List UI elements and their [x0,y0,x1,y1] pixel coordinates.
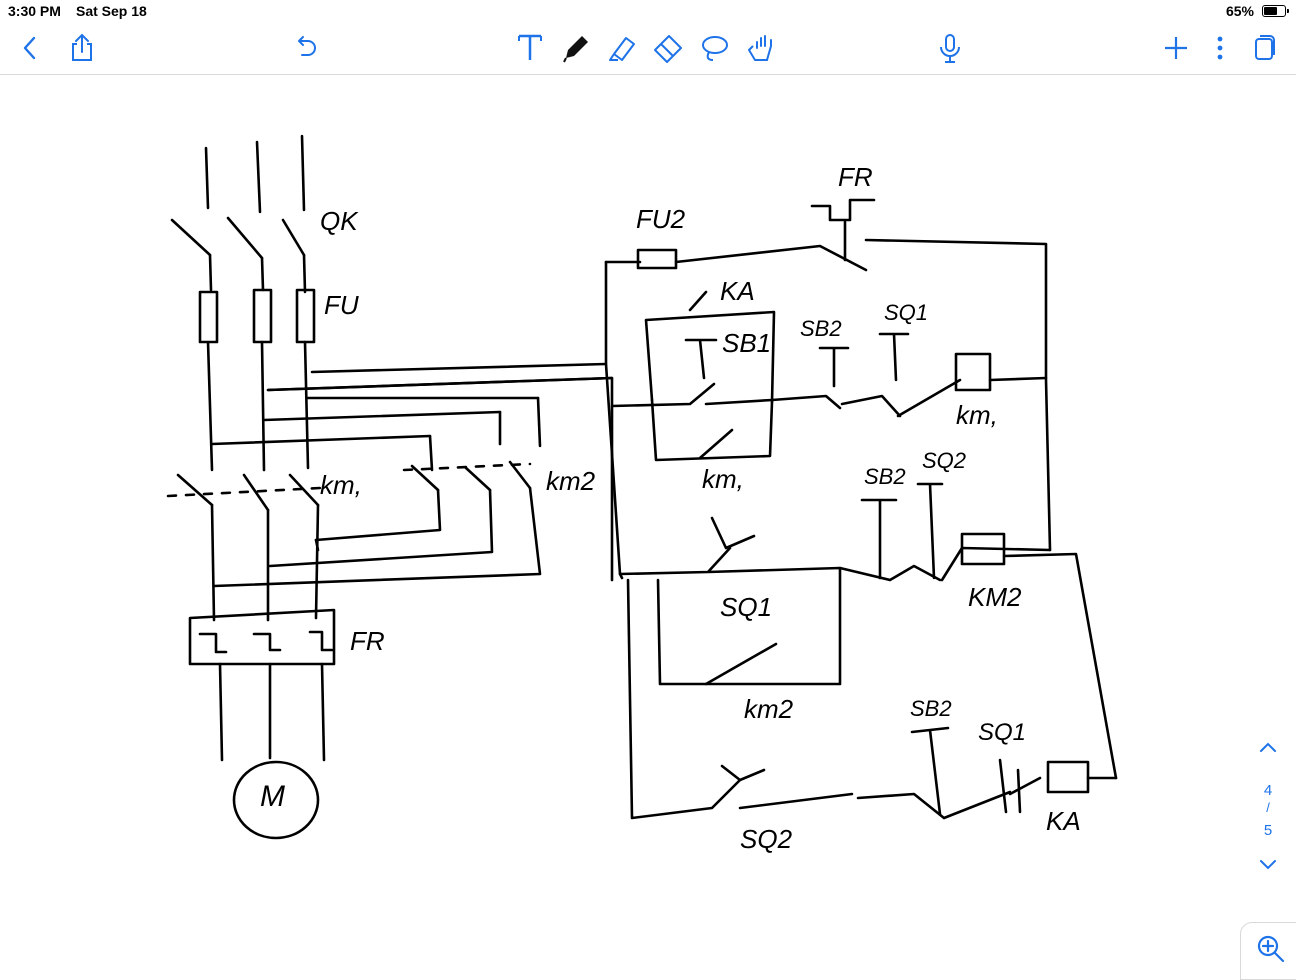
share-icon[interactable] [64,30,100,66]
page-up-icon[interactable] [1258,740,1278,759]
zoom-in-icon [1256,934,1286,969]
highlighter-icon[interactable] [604,30,640,66]
note-canvas[interactable]: QK FU km, km2 FR M FR FU2 KA SB1 SB2 SQ1… [0,76,1296,972]
status-time: 3:30 PM [8,3,61,19]
label-sq1-a: SQ1 [884,300,928,325]
status-bar: 3:30 PM Sat Sep 18 65% [0,0,1296,24]
battery-percent: 65% [1225,3,1254,19]
label-ka-coil: KA [1046,806,1081,836]
add-icon[interactable] [1158,30,1194,66]
label-km1-aux: km, [702,464,744,494]
pen-icon[interactable] [558,30,594,66]
more-icon[interactable] [1202,30,1238,66]
label-sq1-d: SQ1 [978,719,1026,746]
label-sb2-c: SB2 [910,696,952,721]
notes-toolbar [0,24,1296,75]
pages-icon[interactable] [1246,30,1282,66]
label-fr-ctrl: FR [838,162,873,192]
total-pages: 5 [1263,822,1273,839]
label-sq2-c: SQ2 [740,824,793,854]
label-motor: M [260,780,285,813]
label-qk: QK [320,206,359,236]
battery-icon [1262,5,1289,17]
page-down-icon[interactable] [1258,858,1278,877]
label-km2-main: km2 [546,466,596,496]
label-fu2: FU2 [636,204,686,234]
label-sb1: SB1 [722,328,771,358]
page-navigator: 4 / 5 [1248,738,1288,878]
lasso-icon[interactable] [696,30,732,66]
label-sb2-b: SB2 [864,464,906,489]
label-fu: FU [324,290,359,320]
microphone-icon[interactable] [932,30,968,66]
hand-touch-icon[interactable] [742,30,778,66]
label-km2-aux: km2 [744,694,794,724]
page-separator: / [1266,800,1270,815]
zoom-in-button[interactable] [1240,922,1296,980]
label-km2-coil: KM2 [968,582,1022,612]
label-km1-coil: km, [956,400,998,430]
circuit-drawing: QK FU km, km2 FR M FR FU2 KA SB1 SB2 SQ1… [166,134,1118,854]
label-sq1-c: SQ1 [720,592,772,622]
undo-icon[interactable] [288,30,324,66]
label-km1-main: km, [320,470,362,500]
text-tool-icon[interactable] [512,30,548,66]
current-page: 4 [1263,782,1273,799]
label-fr-main: FR [350,626,385,656]
label-sb2-a: SB2 [800,316,842,341]
eraser-icon[interactable] [650,30,686,66]
label-sq2-b: SQ2 [922,448,966,473]
label-ka-contact: KA [720,276,755,306]
status-date: Sat Sep 18 [76,3,147,19]
back-icon[interactable] [12,30,48,66]
